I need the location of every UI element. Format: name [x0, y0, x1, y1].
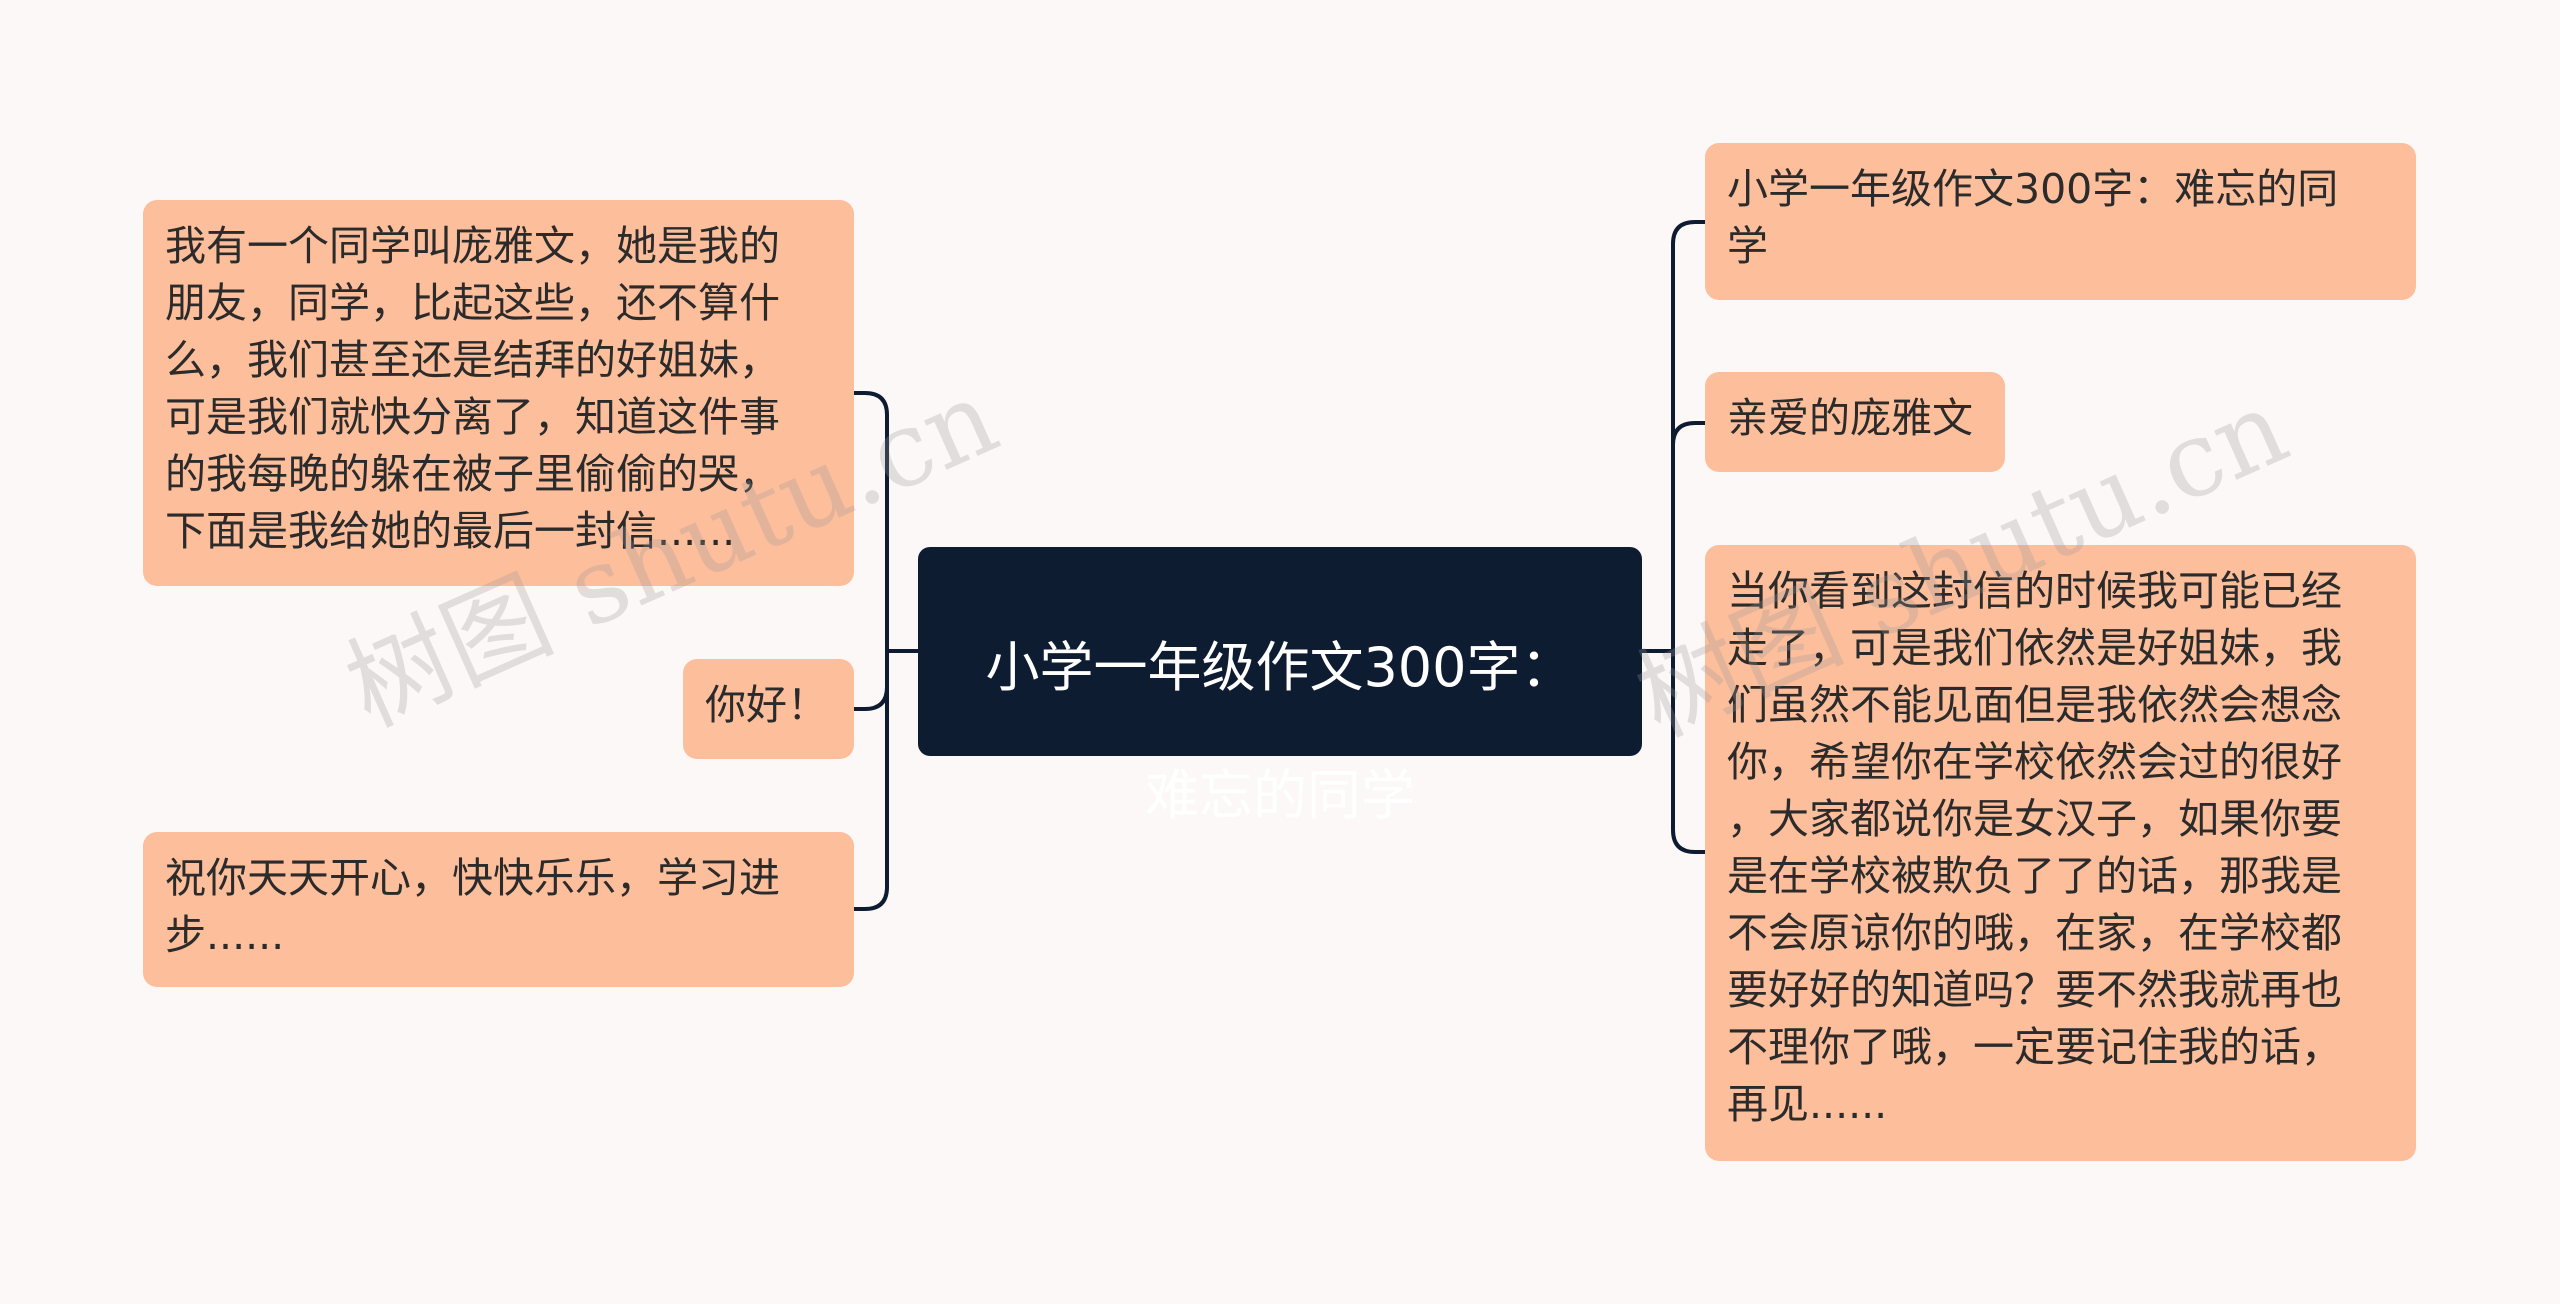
- node-text-line: 不会原谅你的哦，在家，在学校都: [1727, 909, 2342, 957]
- node-text-line: 的我每晚的躲在被子里偷偷的哭，: [165, 450, 780, 498]
- topic-node-right-salutation[interactable]: 亲爱的庞雅文: [1705, 372, 2005, 472]
- node-text-line: 我有一个同学叫庞雅文，她是我的: [165, 222, 780, 270]
- topic-node-left-closing[interactable]: 祝你天天开心，快快乐乐，学习进 步......: [143, 832, 854, 987]
- node-text-line: 小学一年级作文300字：难忘的同: [1727, 165, 2339, 213]
- connector-right-2: [1671, 421, 1707, 653]
- connector-left-1: [852, 391, 889, 653]
- root-topic-title-line2: 难忘的同学: [1145, 764, 1415, 827]
- node-text-line: 么，我们甚至还是结拜的好姐妹，: [165, 336, 780, 384]
- node-text-line: 走了，可是我们依然是好姐妹，我: [1727, 624, 2342, 672]
- topic-node-left-greeting[interactable]: 你好！: [683, 659, 854, 759]
- node-text-line: 你，希望你在学校依然会过的很好: [1727, 738, 2342, 786]
- node-text-line: 下面是我给她的最后一封信......: [165, 507, 736, 555]
- node-text-line: 不理你了哦，一定要记住我的话，: [1727, 1023, 2342, 1071]
- connector-right-3: [1671, 649, 1707, 854]
- node-text-line: 是在学校被欺负了了的话，那我是: [1727, 852, 2342, 900]
- connector-left-3: [852, 649, 889, 911]
- node-text-line: 朋友，同学，比起这些，还不算什: [165, 279, 780, 327]
- node-text-line: 亲爱的庞雅文: [1727, 394, 1973, 442]
- node-text-line: 可是我们就快分离了，知道这件事: [165, 393, 780, 441]
- node-text-line: 学: [1727, 222, 1768, 270]
- node-text-line: 当你看到这封信的时候我可能已经: [1727, 567, 2342, 615]
- topic-node-right-title[interactable]: 小学一年级作文300字：难忘的同 学: [1705, 143, 2416, 300]
- node-text-line: 祝你天天开心，快快乐乐，学习进: [165, 854, 780, 902]
- topic-node-left-intro[interactable]: 我有一个同学叫庞雅文，她是我的 朋友，同学，比起这些，还不算什 么，我们甚至还是…: [143, 200, 854, 586]
- root-topic-node[interactable]: 小学一年级作文300字： 难忘的同学: [918, 547, 1642, 827]
- root-topic-title-line1: 小学一年级作文300字：: [985, 636, 1575, 699]
- node-text-line: 们虽然不能见面但是我依然会想念: [1727, 681, 2342, 729]
- connector-left-2: [852, 649, 889, 711]
- node-text-line: 你好！: [705, 681, 828, 729]
- connector-right-1: [1671, 220, 1707, 653]
- node-text-line: 步......: [165, 911, 285, 959]
- node-text-line: 要好好的知道吗？要不然我就再也: [1727, 966, 2342, 1014]
- node-text-line: ，大家都说你是女汉子，如果你要: [1727, 795, 2342, 843]
- topic-node-right-letter-body[interactable]: 当你看到这封信的时候我可能已经 走了，可是我们依然是好姐妹，我 们虽然不能见面但…: [1705, 545, 2416, 1161]
- node-text-line: 再见......: [1727, 1080, 1888, 1128]
